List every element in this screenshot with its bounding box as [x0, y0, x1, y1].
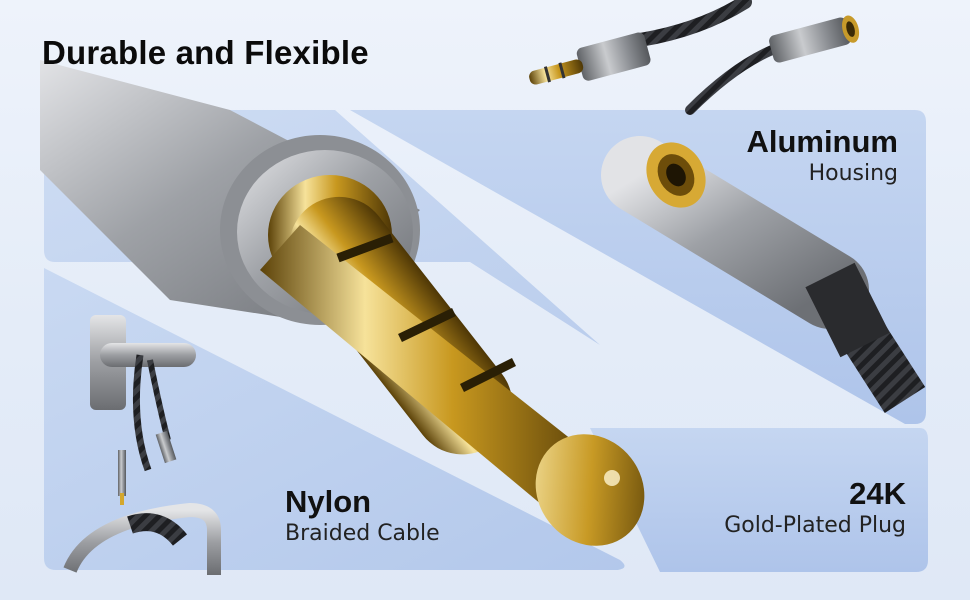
feature-title-nylon: Nylon: [285, 484, 372, 519]
feature-label-gold: 24K Gold-Plated Plug: [724, 476, 906, 540]
female-jack-icon: [601, 136, 926, 413]
feature-title-gold: 24K: [849, 476, 906, 511]
feature-title-aluminum: Aluminum: [746, 124, 898, 159]
feature-subtitle-aluminum: Housing: [808, 161, 898, 186]
gold-trrs-plug-icon: [40, 60, 645, 546]
page-title: Durable and Flexible: [42, 34, 369, 71]
cable-thumbnail-icon: [529, 0, 860, 115]
wall-hook-icon: [63, 315, 221, 575]
feature-label-aluminum: Aluminum Housing: [746, 124, 898, 188]
feature-label-nylon: Nylon Braided Cable: [285, 484, 440, 548]
feature-subtitle-nylon: Braided Cable: [285, 521, 440, 546]
feature-subtitle-gold: Gold-Plated Plug: [724, 513, 906, 538]
panel-nylon: [44, 268, 625, 570]
panel-aluminum: [350, 110, 926, 424]
panel-gold: [590, 428, 928, 572]
